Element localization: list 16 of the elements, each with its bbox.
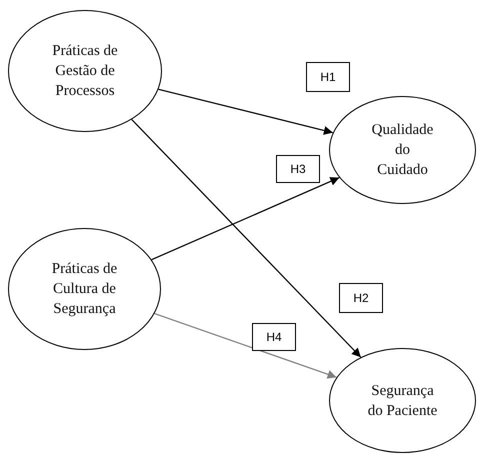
construct-label: Qualidade do Cuidado [370, 121, 434, 180]
hypothesis-label: H4 [252, 323, 296, 351]
arrow [158, 88, 334, 135]
hypothesis-label: H3 [276, 155, 320, 183]
construct-ellipse [8, 10, 162, 132]
arrow [131, 119, 362, 358]
arrow [151, 177, 340, 260]
construct-ellipse [329, 96, 476, 204]
construct-ellipse [8, 228, 161, 350]
construct-ellipse [329, 348, 476, 453]
hypothesis-label: H1 [306, 62, 350, 92]
arrow [154, 312, 337, 379]
construct-label: Segurança do Paciente [366, 382, 438, 420]
construct-label: Práticas de Gestão de Processos [51, 42, 119, 101]
construct-label: Práticas de Cultura de Segurança [50, 260, 118, 319]
hypothesis-label: H2 [339, 283, 383, 313]
